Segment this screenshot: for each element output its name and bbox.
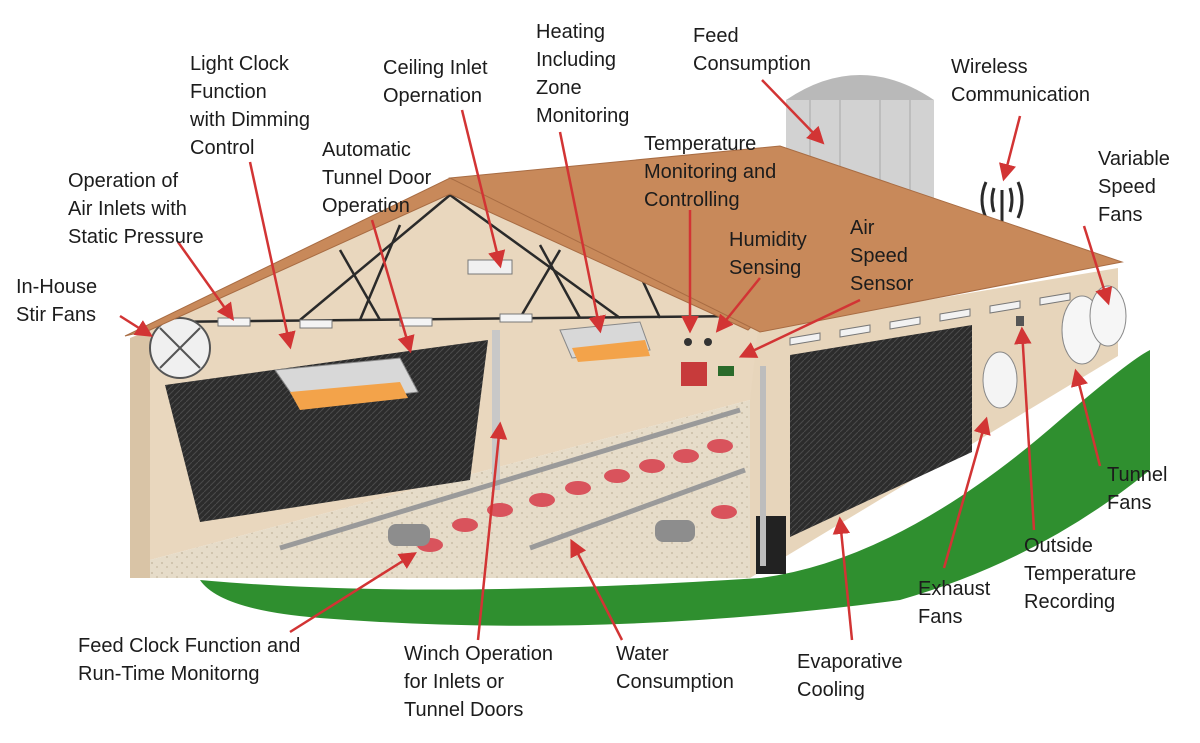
stir-fan	[149, 317, 211, 379]
roof-main	[448, 145, 1124, 333]
ceiling-inlet	[467, 259, 513, 275]
wireless-antenna	[980, 181, 1024, 222]
ground-grass	[200, 350, 1150, 626]
feed-motor-1	[388, 524, 430, 546]
feed-motor-2	[655, 520, 695, 542]
control-panel	[681, 362, 707, 386]
litter-floor	[150, 400, 750, 578]
feeder-pans	[417, 439, 737, 552]
evaporative-pad	[790, 325, 972, 537]
exhaust-fan-shape	[982, 351, 1018, 409]
leader-arrows	[119, 79, 1113, 641]
tunnel-fan-shape-2	[1089, 285, 1127, 347]
heater-units	[274, 321, 651, 410]
